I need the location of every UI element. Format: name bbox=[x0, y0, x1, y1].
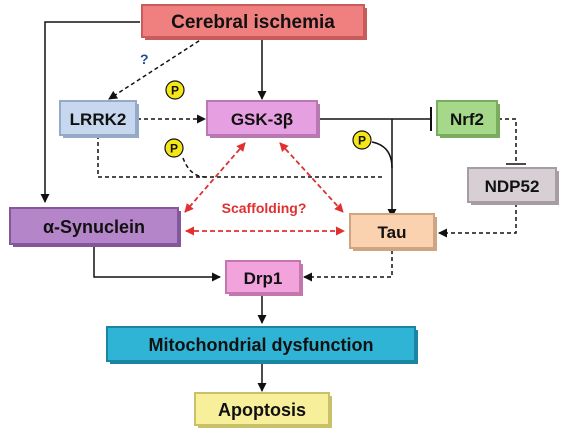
node-gsk3b: GSK-3β bbox=[206, 100, 320, 138]
node-apoptosis: Apoptosis bbox=[194, 392, 332, 428]
phospho-label-tau: P bbox=[358, 134, 366, 148]
scaffold-gsk3b-synuclein bbox=[184, 142, 246, 213]
phospho-marker-lrrk2: P bbox=[164, 138, 184, 158]
edge-lrrk2-to-tau bbox=[97, 135, 382, 178]
connectors bbox=[40, 21, 526, 392]
node-nrf2: Nrf2 bbox=[436, 100, 500, 138]
node-label-gsk3b: GSK-3β bbox=[231, 110, 293, 129]
edge-ischemia-to-lrrk2 bbox=[108, 36, 206, 100]
node-box-lrrk2 bbox=[59, 100, 137, 136]
phospho-circle-tau bbox=[352, 130, 372, 150]
node-label-drp1: Drp1 bbox=[244, 269, 283, 288]
node-label-tau: Tau bbox=[378, 223, 407, 242]
edge-phospho-tau bbox=[371, 141, 393, 169]
node-cerebral-ischemia: Cerebral ischemia bbox=[141, 4, 367, 40]
edge-ischemia-to-synuclein bbox=[40, 21, 140, 203]
node-label-nrf2: Nrf2 bbox=[450, 110, 484, 129]
node-label-apoptosis: Apoptosis bbox=[218, 400, 306, 420]
node-box-cerebral-ischemia bbox=[141, 4, 365, 38]
node-ndp52: NDP52 bbox=[467, 167, 559, 205]
node-lrrk2: LRRK2 bbox=[59, 100, 139, 138]
phospho-marker-gsk3b: P bbox=[165, 80, 185, 100]
node-label-alpha-synuclein: α-Synuclein bbox=[43, 217, 145, 237]
node-tau: Tau bbox=[349, 213, 437, 251]
scaffolding-connectors bbox=[184, 142, 345, 236]
phospho-label-gsk3b: P bbox=[171, 84, 179, 98]
node-label-lrrk2: LRRK2 bbox=[70, 110, 127, 129]
phospho-circle-gsk3b bbox=[165, 80, 185, 100]
node-box-alpha-synuclein bbox=[9, 207, 179, 245]
node-box-gsk3b bbox=[206, 100, 318, 136]
question-mark-label: ? bbox=[140, 51, 149, 67]
node-box-nrf2 bbox=[436, 100, 498, 136]
node-box-apoptosis bbox=[194, 392, 330, 426]
edge-synuclein-to-drp1 bbox=[93, 245, 221, 282]
node-box-tau bbox=[349, 213, 435, 249]
node-mitochondrial-dysfunction: Mitochondrial dysfunction bbox=[106, 326, 418, 364]
node-box-ndp52 bbox=[467, 167, 557, 203]
phospho-label-lrrk2: P bbox=[170, 142, 178, 156]
edge-tau-to-drp1 bbox=[303, 250, 393, 282]
node-drp1: Drp1 bbox=[225, 260, 303, 296]
node-box-drp1 bbox=[225, 260, 301, 294]
scaffolding-label: Scaffolding? bbox=[222, 200, 307, 216]
phospho-circle-lrrk2 bbox=[164, 138, 184, 158]
node-label-cerebral-ischemia: Cerebral ischemia bbox=[171, 12, 335, 33]
node-label-mitochondrial-dysfunction: Mitochondrial dysfunction bbox=[149, 335, 374, 355]
node-box-mitochondrial-dysfunction bbox=[106, 326, 416, 362]
edge-phospho-lrrk2 bbox=[182, 157, 207, 178]
node-label-ndp52: NDP52 bbox=[485, 177, 540, 196]
edge-nrf2-to-ndp52 bbox=[498, 118, 517, 163]
edge-ndp52-to-tau bbox=[438, 203, 517, 238]
node-alpha-synuclein: α-Synuclein bbox=[9, 207, 181, 247]
phospho-marker-tau: P bbox=[352, 130, 372, 150]
